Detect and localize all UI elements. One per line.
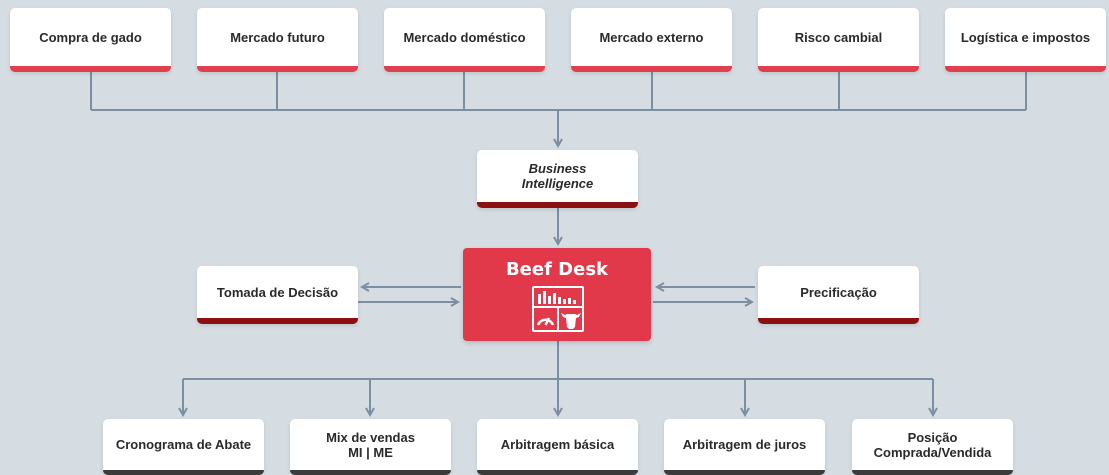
output-box-arbitragem-basica: Arbitragem básica	[477, 419, 638, 475]
input-box-compra-de-gado: Compra de gado	[10, 8, 171, 72]
cattle-head-icon	[561, 313, 581, 329]
output-label: Mix de vendas MI | ME	[326, 429, 415, 460]
input-box-risco-cambial: Risco cambial	[758, 8, 919, 72]
input-label: Logística e impostos	[960, 29, 1091, 45]
output-box-arbitragem-de-juros: Arbitragem de juros	[664, 419, 825, 475]
output-box-posicao-comprada-vendida: Posição Comprada/Vendida	[852, 419, 1013, 475]
output-box-mix-de-vendas: Mix de vendas MI | ME	[290, 419, 451, 475]
decision-making-box: Tomada de Decisão	[197, 266, 358, 324]
bar-chart-icon	[538, 291, 576, 304]
beef-desk-title: Beef Desk	[505, 259, 609, 280]
input-label: Compra de gado	[39, 29, 142, 45]
output-label: Arbitragem de juros	[682, 437, 807, 452]
input-label: Mercado externo	[599, 29, 704, 45]
beef-desk-hub: Beef Desk	[463, 248, 651, 341]
pricing-label: Precificação	[800, 284, 877, 300]
input-label: Mercado doméstico	[403, 29, 526, 45]
input-label: Risco cambial	[794, 29, 883, 45]
output-label: Cronograma de Abate	[115, 437, 252, 452]
input-label: Mercado futuro	[230, 29, 325, 45]
dashboard-icon	[532, 286, 584, 332]
input-box-mercado-domestico: Mercado doméstico	[384, 8, 545, 72]
output-label: Arbitragem básica	[500, 437, 615, 452]
input-box-mercado-futuro: Mercado futuro	[197, 8, 358, 72]
business-intelligence-label: Business Intelligence	[521, 161, 594, 191]
input-box-logistica-e-impostos: Logística e impostos	[945, 8, 1106, 72]
business-intelligence-box: Business Intelligence	[477, 150, 638, 208]
gauge-icon	[536, 317, 555, 326]
output-label: Posição Comprada/Vendida	[873, 429, 992, 460]
decision-making-label: Tomada de Decisão	[216, 284, 339, 300]
pricing-box: Precificação	[758, 266, 919, 324]
input-box-mercado-externo: Mercado externo	[571, 8, 732, 72]
output-box-cronograma-de-abate: Cronograma de Abate	[103, 419, 264, 475]
